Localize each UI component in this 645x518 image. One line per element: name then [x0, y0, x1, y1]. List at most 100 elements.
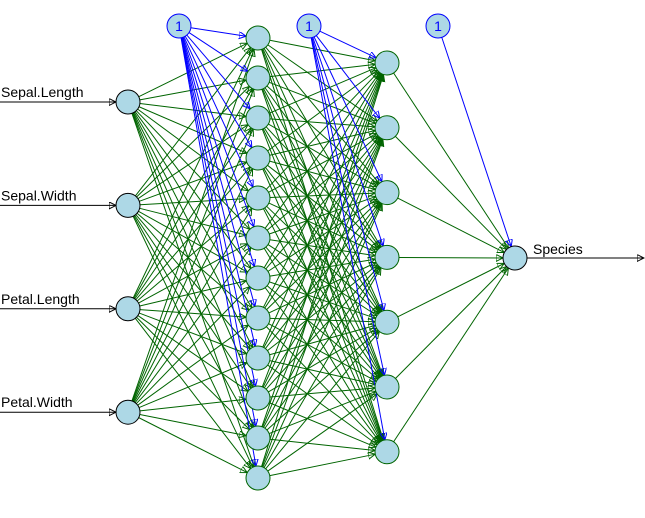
weight-edge-l1-4-2	[269, 193, 375, 198]
input-label: Petal.Width	[1, 394, 73, 410]
weight-edge-l0-1-11	[132, 216, 253, 467]
weight-edge-l1-8-6	[267, 364, 378, 445]
weight-edge-l1-8-1	[263, 138, 381, 348]
hidden-node	[245, 225, 271, 251]
weight-edge-l1-2-2	[268, 123, 376, 187]
input-output-lines	[0, 102, 644, 412]
weight-edge-l1-9-0	[261, 74, 382, 387]
weight-edge-l0-2-5	[138, 244, 248, 304]
bias-label: 1	[175, 18, 183, 34]
weight-edge-l0-2-0	[132, 49, 253, 299]
weight-edge-l0-2-1	[133, 88, 252, 299]
weight-edge-l1-10-6	[269, 438, 375, 450]
hidden-node	[245, 425, 271, 451]
weight-edge-l1-1-5	[262, 88, 383, 376]
weight-edge-l2-5-0	[395, 267, 506, 379]
weight-edge-l1-6-2	[267, 199, 377, 272]
weight-edge-l1-11-3	[263, 268, 381, 468]
weight-edge-l1-8-3	[267, 265, 377, 352]
weight-edge-l0-1-3	[139, 162, 246, 202]
weight-edge-l0-3-11	[138, 417, 248, 473]
weight-edge-l1-0-4	[262, 48, 382, 311]
nodes	[115, 13, 528, 491]
weight-edge-l0-0-10	[131, 113, 253, 427]
weight-edge-l0-1-7	[136, 212, 249, 310]
weight-edge-l0-0-2	[139, 102, 246, 116]
weight-edge-l0-0-5	[135, 110, 249, 230]
weight-edge-l2-0-0	[393, 72, 509, 248]
bias-edge-1-1	[315, 35, 379, 119]
weight-edge-l1-10-1	[262, 139, 383, 428]
weight-edge-l1-3-1	[269, 131, 376, 156]
hidden-node	[374, 50, 400, 76]
output-node	[502, 245, 528, 271]
hidden-node	[374, 374, 400, 400]
input-node	[115, 89, 141, 115]
weight-edge-l1-10-3	[264, 267, 380, 429]
weight-edge-l1-3-4	[265, 167, 379, 312]
hidden-node	[245, 305, 271, 331]
weight-edge-l0-0-11	[131, 113, 254, 466]
weight-edge-l1-6-5	[266, 285, 378, 380]
bias-edge-0-5	[182, 37, 254, 227]
weight-edge-l1-8-4	[269, 325, 376, 356]
hidden-node	[245, 345, 271, 371]
weight-edge-l0-2-7	[139, 309, 246, 318]
weight-edge-l0-3-3	[133, 169, 252, 402]
weight-edge-l1-11-2	[262, 204, 382, 468]
weight-edge-l1-2-3	[265, 126, 379, 249]
weight-edge-l1-3-3	[267, 164, 378, 250]
weight-edge-l1-1-1	[269, 81, 376, 123]
weight-edge-l0-0-3	[138, 106, 247, 154]
bias-edge-0-0	[190, 27, 246, 36]
input-node	[115, 296, 141, 322]
weight-edge-l0-2-9	[137, 315, 248, 392]
hidden-node	[374, 439, 400, 465]
hidden-node	[245, 185, 271, 211]
bias-edge-0-11	[180, 37, 256, 466]
input-node	[115, 192, 141, 218]
weight-edge-l1-3-0	[267, 70, 378, 152]
weight-edge-l0-1-4	[139, 199, 246, 206]
weight-edge-l1-9-5	[269, 388, 375, 398]
bias-edge-0-4	[183, 36, 253, 187]
weight-edge-l1-8-0	[262, 74, 382, 348]
weight-edge-l0-1-1	[136, 86, 250, 198]
output-label: Species	[533, 241, 583, 257]
weight-edge-l0-2-2	[134, 128, 251, 300]
weight-edge-l1-9-4	[268, 328, 376, 393]
weight-edge-l0-3-9	[139, 399, 246, 412]
bias-edge-0-9	[181, 37, 255, 387]
weight-edge-l1-10-2	[263, 203, 382, 428]
hidden-node	[245, 385, 271, 411]
hidden-node	[245, 465, 271, 491]
weight-edge-l0-0-4	[137, 108, 249, 191]
weight-edge-l1-7-5	[268, 323, 377, 382]
weight-edge-l1-8-5	[269, 360, 376, 385]
weight-edge-l1-8-2	[264, 202, 379, 349]
weight-edge-l1-0-0	[269, 39, 375, 60]
bias-edge-1-5	[311, 37, 385, 376]
bias-edge-1-2	[313, 36, 382, 182]
weight-edge-l0-0-9	[132, 112, 253, 387]
weight-edge-l0-1-9	[134, 215, 252, 388]
weight-edge-l1-7-0	[262, 74, 381, 308]
weight-edge-l1-10-4	[266, 330, 378, 431]
weight-edge-l0-3-4	[133, 208, 252, 403]
weight-edge-l0-3-6	[135, 287, 249, 404]
weight-edges	[131, 39, 509, 477]
weight-edge-l0-2-8	[139, 312, 247, 354]
weight-edge-l1-4-1	[268, 134, 377, 193]
bias-edge-0-2	[186, 34, 250, 109]
weight-edge-l1-5-4	[267, 244, 377, 316]
weight-edge-l1-10-0	[261, 74, 383, 427]
weight-edge-l1-6-4	[269, 281, 375, 318]
hidden-node	[374, 309, 400, 335]
weight-edge-l2-1-0	[395, 136, 506, 249]
weight-edge-l1-3-2	[269, 160, 376, 189]
hidden-node	[374, 180, 400, 206]
hidden-node	[245, 265, 271, 291]
weight-edge-l0-2-10	[136, 316, 250, 429]
bias-edge-0-7	[181, 37, 255, 307]
weight-edge-l1-6-3	[269, 259, 375, 277]
